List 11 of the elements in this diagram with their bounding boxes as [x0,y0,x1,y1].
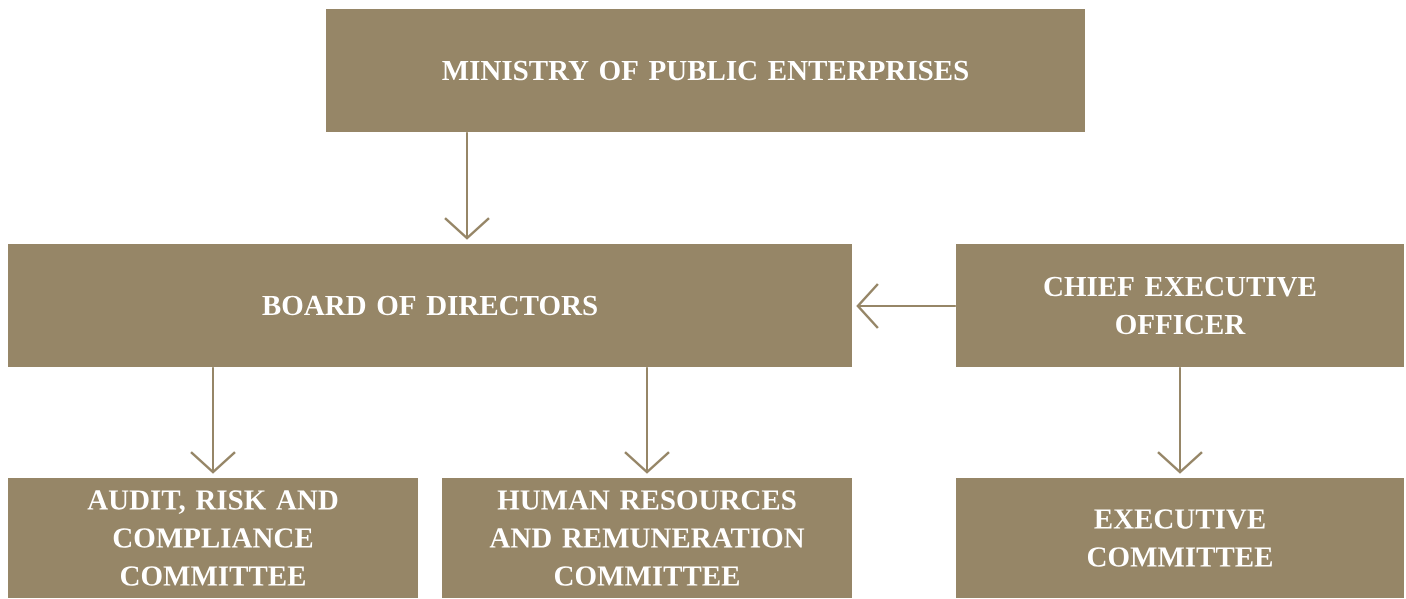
org-box: BOARD OF DIRECTORS [8,244,852,367]
arrow [444,131,490,240]
org-box: EXECUTIVE COMMITTEE [956,478,1404,598]
arrow [1157,366,1203,474]
org-box: MINISTRY OF PUBLIC ENTERPRISES [326,9,1085,132]
arrow [624,366,670,474]
org-box: HUMAN RESOURCES AND REMUNERATION COMMITTEE [442,478,852,598]
org-box: CHIEF EXECUTIVE OFFICER [956,244,1404,367]
arrow [190,366,236,474]
org-box: AUDIT, RISK AND COMPLIANCE COMMITTEE [8,478,418,598]
arrow [856,283,957,329]
